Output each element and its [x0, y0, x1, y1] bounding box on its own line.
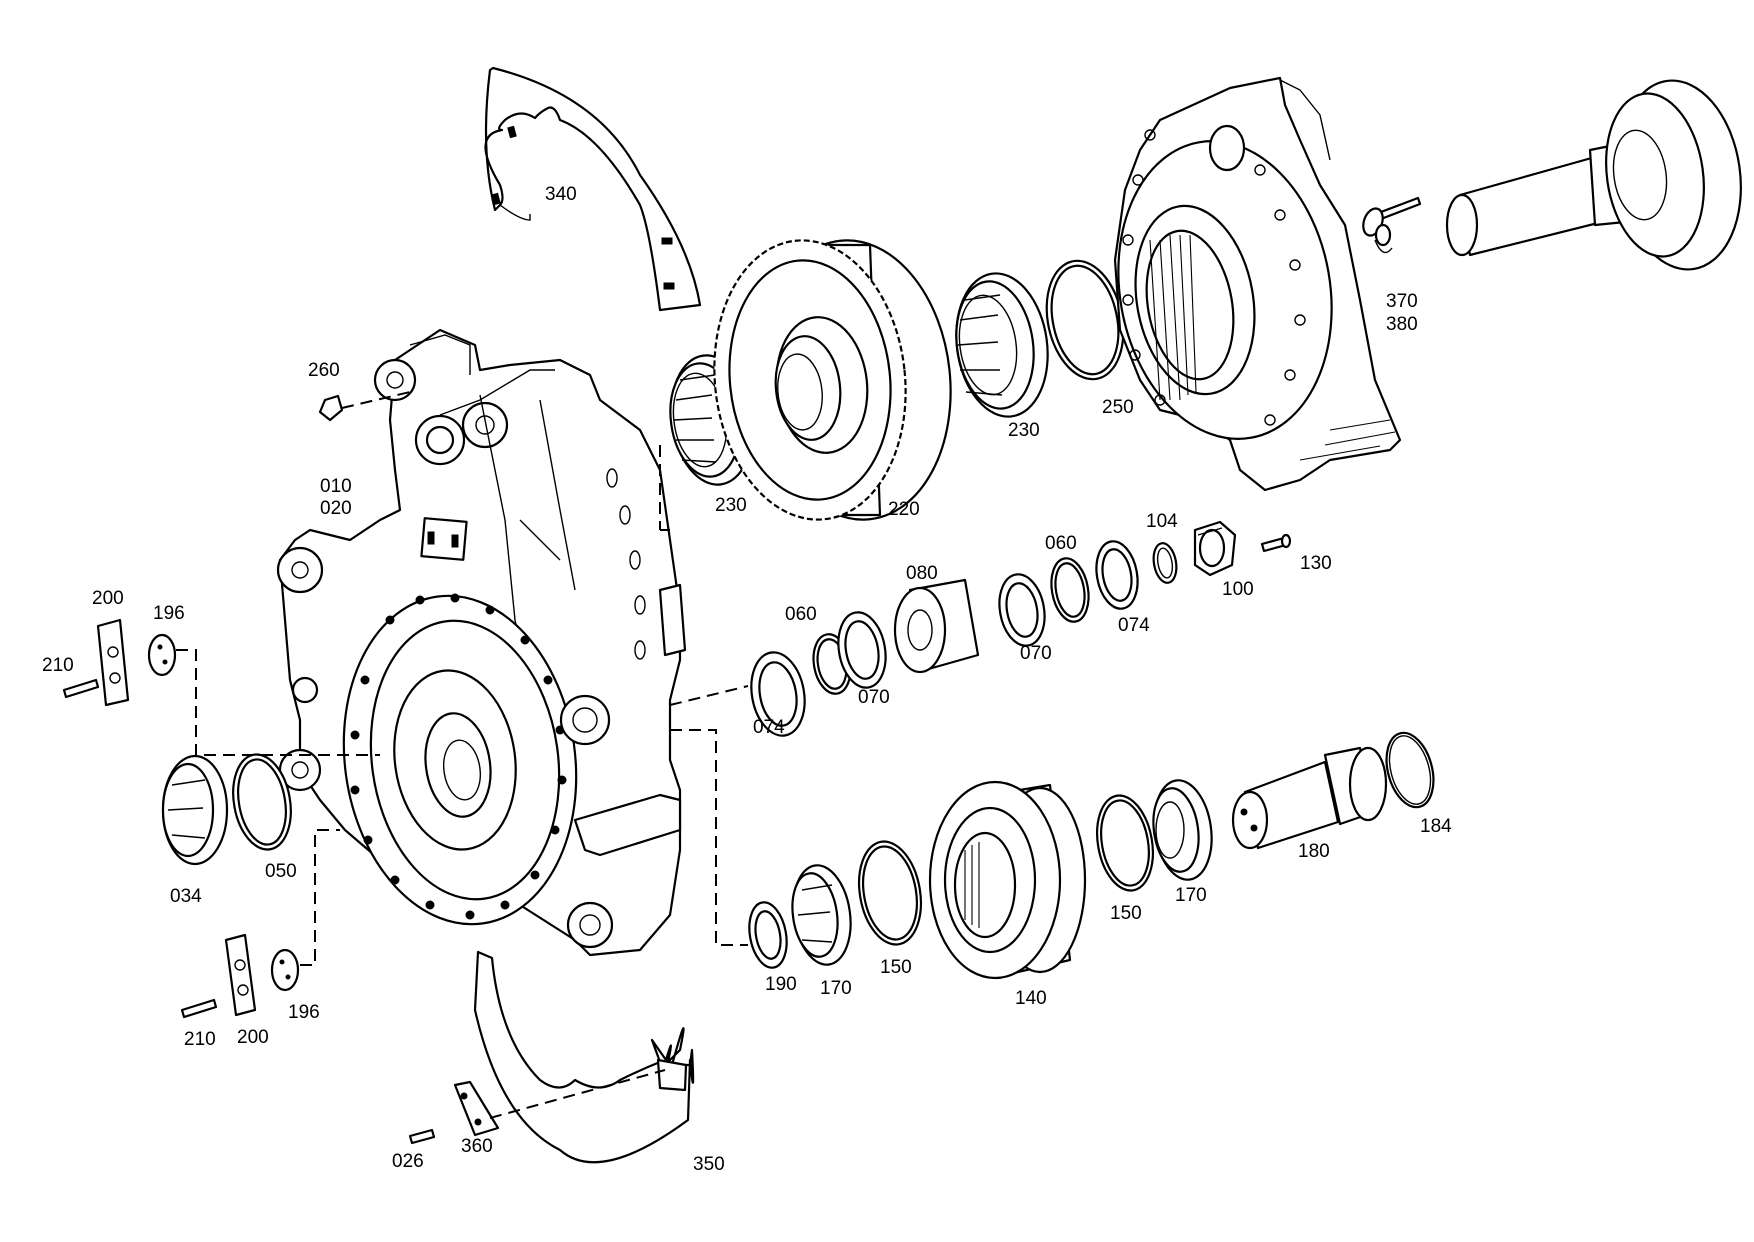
part-190-ring [670, 729, 788, 969]
label-150-right: 150 [1110, 903, 1142, 924]
label-196-upper: 196 [153, 603, 185, 624]
part-170-bearing-a [791, 864, 852, 966]
part-074-washer-a [669, 651, 806, 737]
part-130-screw [1260, 533, 1292, 553]
label-370: 370 [1386, 291, 1418, 312]
part-150-ring-a [858, 840, 922, 946]
label-070-left: 070 [858, 687, 890, 708]
part-right-housing [1113, 76, 1402, 492]
label-080: 080 [906, 563, 938, 584]
label-210-lower: 210 [184, 1029, 216, 1050]
label-230-left: 230 [715, 495, 747, 516]
part-104-o-ring [1152, 542, 1178, 584]
callout-labels: 340 260 010 020 230 220 230 250 370 380 … [42, 184, 1452, 1175]
label-220: 220 [888, 499, 920, 520]
label-230-right: 230 [1008, 420, 1040, 441]
label-074-right: 074 [1118, 615, 1150, 636]
label-100: 100 [1222, 579, 1254, 600]
label-130: 130 [1300, 553, 1332, 574]
label-150-left: 150 [880, 957, 912, 978]
part-184-o-ring [1385, 731, 1435, 809]
label-020: 020 [320, 498, 352, 519]
part-220-large-gear [713, 239, 952, 521]
part-180-shaft [1231, 746, 1388, 850]
part-200-196-210-lower [180, 829, 340, 1019]
label-350: 350 [693, 1154, 725, 1175]
part-070-washer-b [998, 573, 1046, 647]
part-070-washer-a [837, 611, 887, 689]
label-210-upper: 210 [42, 655, 74, 676]
label-250: 250 [1102, 397, 1134, 418]
part-230-bearing-right [955, 272, 1049, 418]
label-140: 140 [1015, 988, 1047, 1009]
label-190: 190 [765, 974, 797, 995]
label-034: 034 [170, 886, 202, 907]
part-output-shaft-gear [1445, 79, 1742, 271]
part-060-ring-b [1050, 557, 1090, 623]
label-104: 104 [1146, 511, 1178, 532]
label-200-upper: 200 [92, 588, 124, 609]
part-200-196-210-upper [62, 618, 380, 756]
label-060-right: 060 [1045, 533, 1077, 554]
part-074-washer-b [1095, 540, 1139, 610]
part-100-cover [1193, 520, 1237, 577]
label-170-right: 170 [1175, 885, 1207, 906]
part-260-plug [318, 391, 411, 422]
label-360: 360 [461, 1136, 493, 1157]
label-340: 340 [545, 184, 577, 205]
label-074-left: 074 [753, 717, 785, 738]
part-250-ring [1045, 259, 1125, 381]
part-080-splined-gear [893, 578, 980, 674]
part-150-ring-b [1096, 794, 1154, 892]
label-196-lower: 196 [288, 1002, 320, 1023]
label-180: 180 [1298, 841, 1330, 862]
part-034-bearing [161, 754, 229, 866]
part-370-380-pin-clip [1362, 196, 1422, 254]
part-340-upper-cover-segment [484, 66, 702, 312]
label-010: 010 [320, 476, 352, 497]
label-026: 026 [392, 1151, 424, 1172]
label-380: 380 [1386, 314, 1418, 335]
part-010-020-main-housing [276, 328, 687, 957]
label-070-right: 070 [1020, 643, 1052, 664]
label-170-left: 170 [820, 978, 852, 999]
part-140-gear [928, 780, 1087, 980]
label-184: 184 [1420, 816, 1452, 837]
label-260: 260 [308, 360, 340, 381]
part-350-lower-cover-segment [408, 950, 695, 1164]
label-050: 050 [265, 861, 297, 882]
label-060-left: 060 [785, 604, 817, 625]
label-200-lower: 200 [237, 1027, 269, 1048]
part-170-bearing-b [1152, 779, 1213, 881]
part-050-ring [232, 753, 292, 851]
